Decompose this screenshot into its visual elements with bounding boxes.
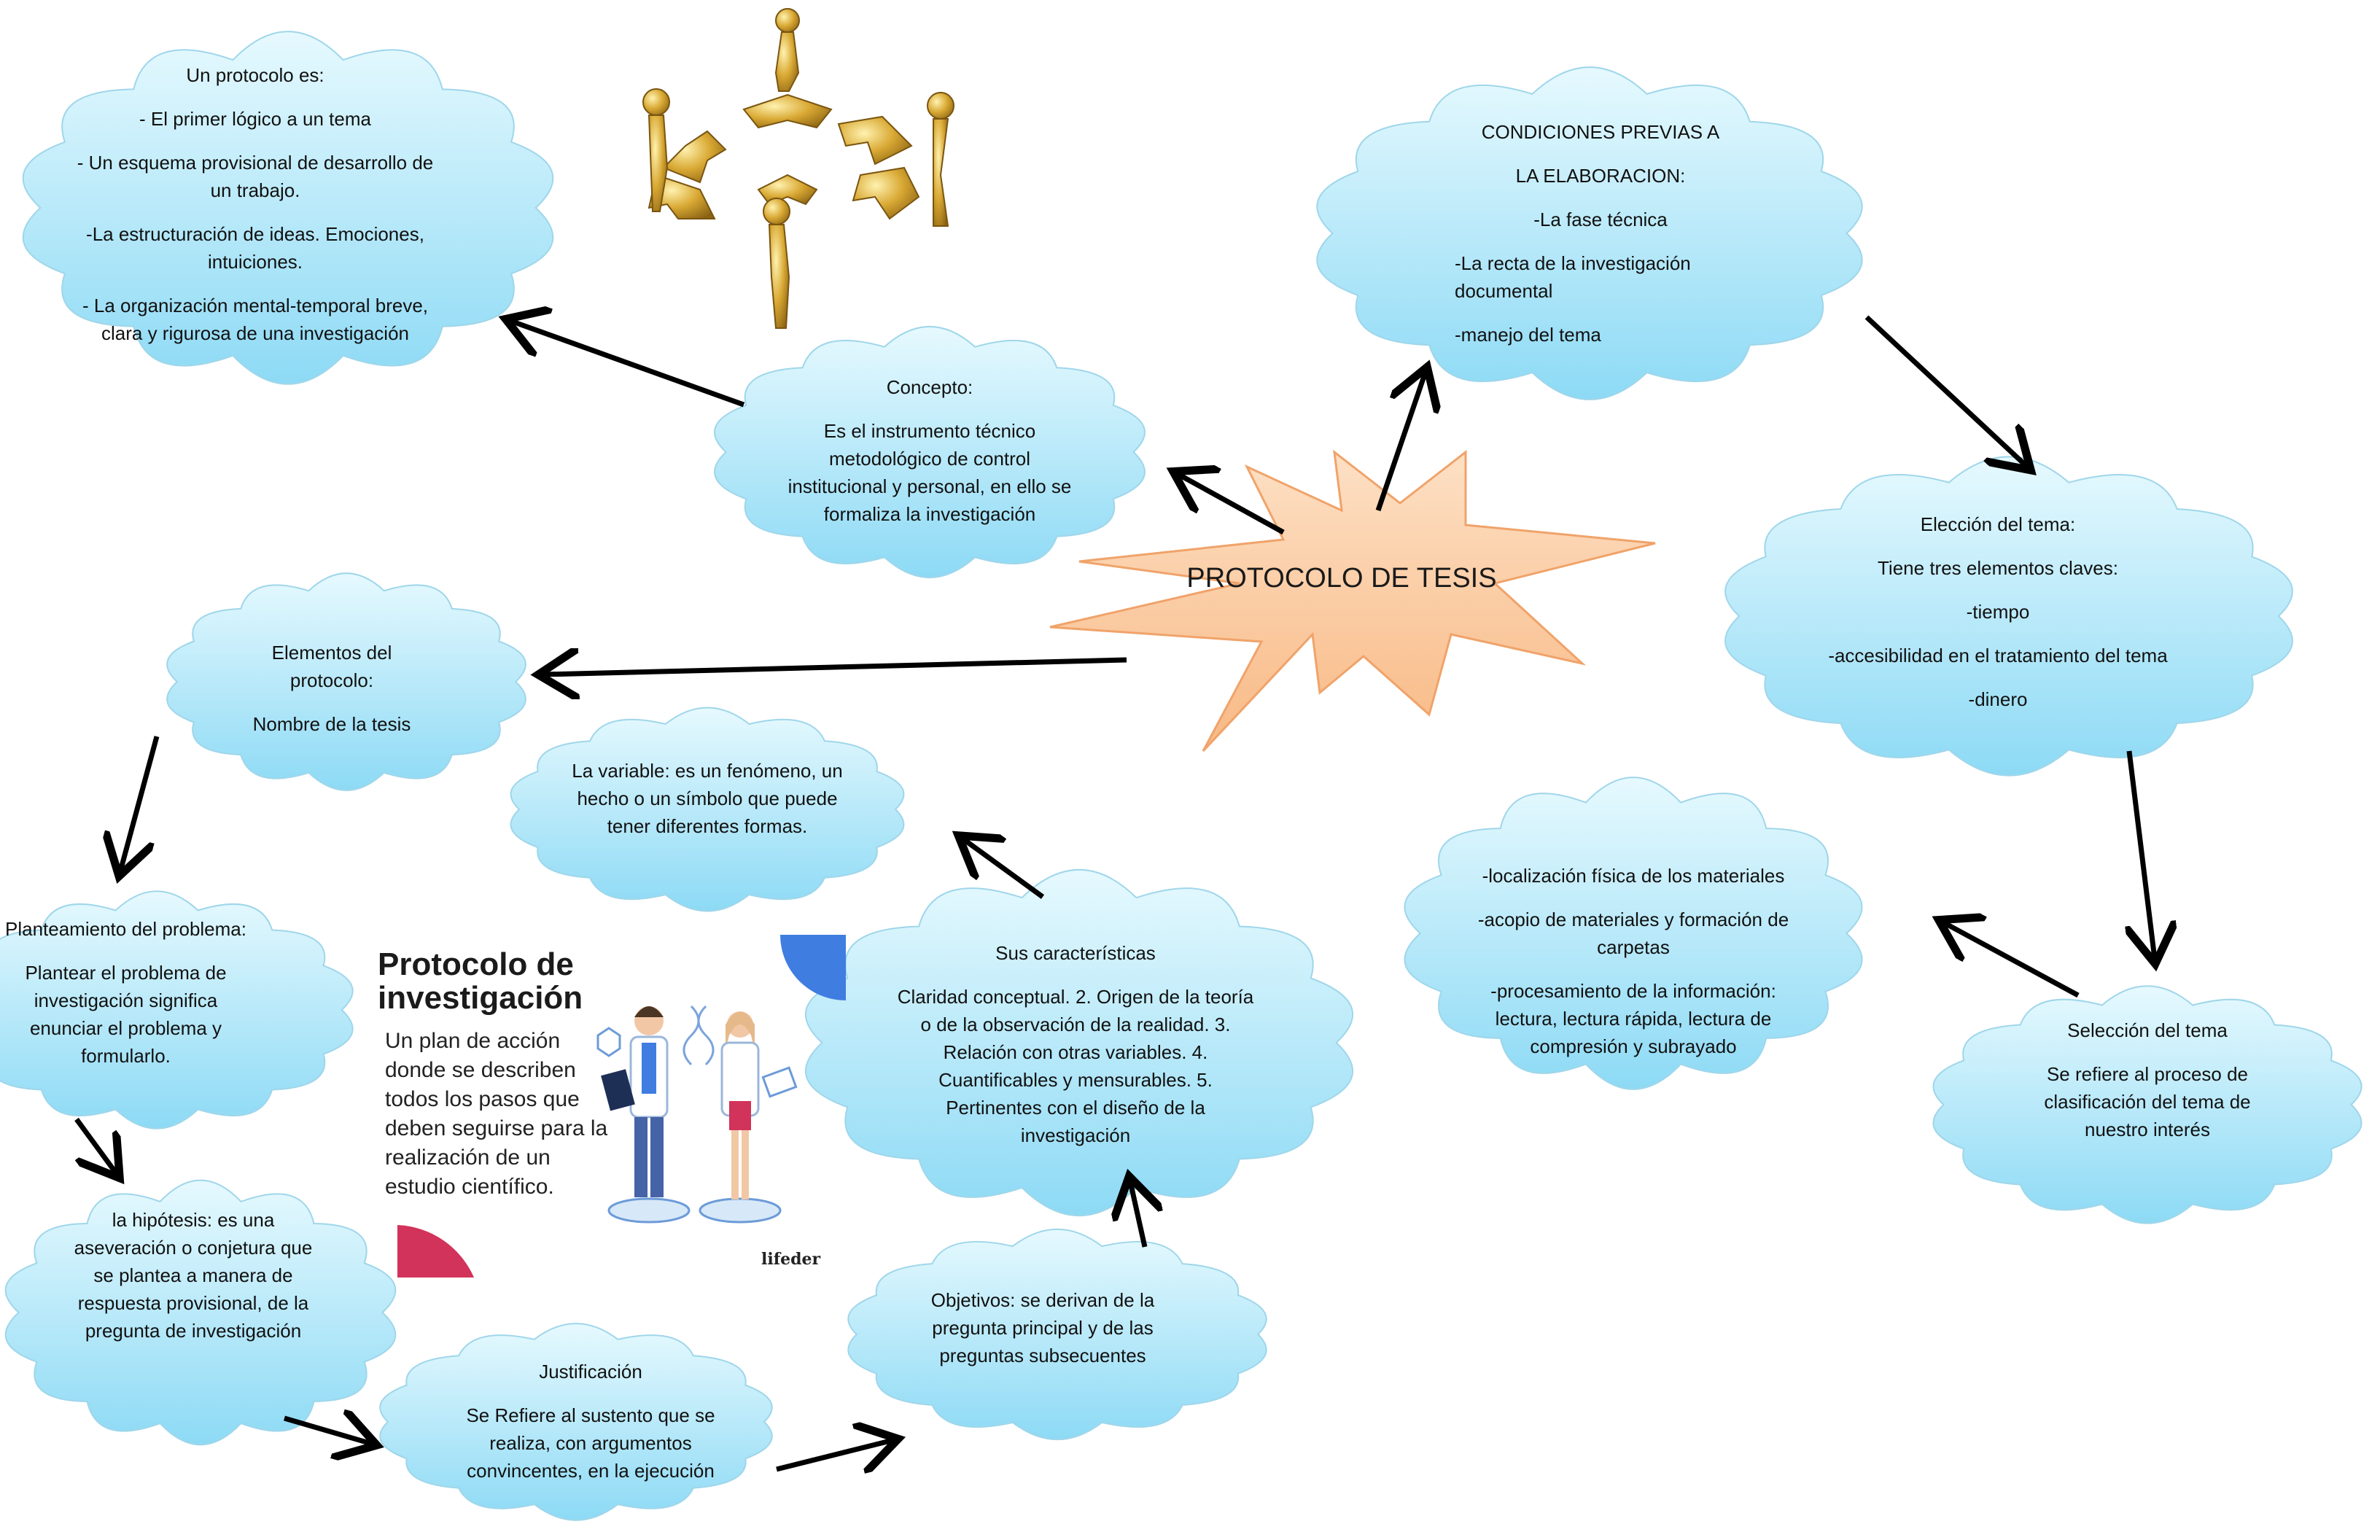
justificacion-title: Justificación bbox=[539, 1361, 642, 1382]
cloud-elementos bbox=[166, 572, 526, 791]
arrow-planteamiento-hipotesis bbox=[74, 1117, 117, 1174]
protocolo-es-item-1: - El primer lógico a un tema bbox=[139, 108, 371, 130]
protocolo-es-item-2: - Un esquema provisional de desarrollo d… bbox=[77, 152, 434, 201]
eleccion-item-1: -tiempo bbox=[1966, 601, 2030, 623]
arrow-hipotesis-justificacion bbox=[284, 1418, 372, 1444]
cloud-condiciones bbox=[1316, 66, 1863, 400]
eleccion-item-3: -dinero bbox=[1968, 688, 2028, 710]
infographic-brand-logo: lifeder bbox=[761, 1250, 821, 1269]
center-star bbox=[1049, 449, 1656, 752]
arrow-objetivos-caracteristicas bbox=[1130, 1181, 1145, 1248]
arrow-eleccion-seleccion bbox=[2129, 750, 2155, 959]
arrow-justificacion-objetivos bbox=[776, 1440, 893, 1469]
arrow-center-concepto bbox=[1178, 474, 1285, 535]
planteamiento-title: Planteamiento del problema: bbox=[5, 918, 246, 940]
materiales-cloud-text: -localización física de los materiales -… bbox=[1473, 862, 1794, 1076]
arrows bbox=[74, 315, 2155, 1469]
cloud-concepto bbox=[714, 326, 1146, 578]
infographic-body: Un plan de acción donde se describen tod… bbox=[385, 1029, 608, 1199]
cloud-seleccion bbox=[1932, 985, 2362, 1224]
materiales-item-2: -acopio de materiales y formación de car… bbox=[1477, 909, 1789, 958]
protocolo-es-cloud-text: Un protocolo es: - El primer lógico a un… bbox=[69, 61, 441, 363]
condiciones-item-3: -manejo del tema bbox=[1455, 324, 1601, 346]
caracteristicas-cloud-text: Sus características Claridad conceptual.… bbox=[890, 939, 1261, 1165]
cloud-materiales bbox=[1404, 777, 1863, 1090]
materiales-item-3: -procesamiento de la información: lectur… bbox=[1490, 980, 1776, 1057]
seleccion-title: Selección del tema bbox=[2067, 1019, 2228, 1041]
protocolo-es-title: Un protocolo es: bbox=[186, 64, 324, 86]
elementos-body: Nombre de la tesis bbox=[252, 713, 411, 735]
elementos-cloud-text: Elementos del protocolo: Nombre de la te… bbox=[233, 639, 430, 754]
caracteristicas-title: Sus características bbox=[995, 942, 1156, 964]
cloud-justificacion bbox=[379, 1323, 773, 1521]
condiciones-item-1: -La fase técnica bbox=[1533, 209, 1668, 230]
condiciones-title-1: CONDICIONES PREVIAS A bbox=[1481, 121, 1720, 143]
cloud-eleccion bbox=[1724, 456, 2293, 777]
cloud-caracteristicas bbox=[804, 869, 1354, 1216]
planteamiento-body: Plantear el problema de investigación si… bbox=[25, 962, 227, 1067]
objetivos-cloud-text: Objetivos: se derivan de la pregunta pri… bbox=[911, 1286, 1174, 1385]
arrow-concepto-protocolo bbox=[510, 321, 745, 408]
justificacion-cloud-text: Justificación Se Refiere al sustento que… bbox=[452, 1358, 729, 1501]
cloud-protocolo-es bbox=[22, 31, 554, 385]
protocolo-es-item-3: -La estructuración de ideas. Emociones, … bbox=[86, 223, 424, 273]
arrow-center-elementos bbox=[543, 660, 1127, 674]
infographic-blue-arc bbox=[780, 935, 846, 1000]
eleccion-subtitle: Tiene tres elementos claves: bbox=[1878, 557, 2118, 579]
cloud-variable bbox=[510, 707, 905, 912]
gold-figures-illustration bbox=[642, 8, 954, 329]
variable-body: La variable: es un fenómeno, un hecho o … bbox=[572, 760, 843, 837]
arrow-center-condiciones bbox=[1375, 372, 1426, 512]
eleccion-item-2: -accesibilidad en el tratamiento del tem… bbox=[1828, 645, 2168, 666]
center-title: PROTOCOLO DE TESIS bbox=[1186, 563, 1497, 594]
seleccion-cloud-text: Selección del tema Se refiere al proceso… bbox=[2027, 1016, 2268, 1159]
eleccion-cloud-text: Elección del tema: Tiene tres elementos … bbox=[1794, 510, 2202, 729]
cloud-objetivos bbox=[847, 1228, 1267, 1441]
condiciones-item-2: -La recta de la investigación documental bbox=[1455, 252, 1691, 302]
arrow-caracteristicas-variable bbox=[962, 839, 1045, 899]
infographic-title: Protocolo de investigación bbox=[378, 946, 583, 1016]
justificacion-body: Se Refiere al sustento que se realiza, c… bbox=[466, 1404, 715, 1482]
scientists-illustration bbox=[596, 1005, 798, 1224]
hipotesis-cloud-text: la hipótesis: es una aseveración o conje… bbox=[73, 1206, 314, 1361]
concepto-title: Concepto: bbox=[886, 376, 973, 398]
variable-cloud-text: La variable: es un fenómeno, un hecho o … bbox=[569, 757, 846, 856]
planteamiento-cloud-text: Planteamiento del problema: Plantear el … bbox=[0, 915, 252, 1086]
condiciones-title-2: LA ELABORACION: bbox=[1515, 165, 1686, 187]
infographic-red-arc bbox=[397, 1225, 474, 1278]
elementos-title: Elementos del protocolo: bbox=[271, 642, 392, 691]
condiciones-cloud-text: CONDICIONES PREVIAS A LA ELABORACION: -L… bbox=[1455, 118, 1746, 365]
hipotesis-body: la hipótesis: es una aseveración o conje… bbox=[74, 1209, 313, 1342]
eleccion-title: Elección del tema: bbox=[1920, 513, 2076, 535]
objetivos-body: Objetivos: se derivan de la pregunta pri… bbox=[930, 1289, 1155, 1366]
cloud-planteamiento bbox=[0, 890, 354, 1129]
seleccion-body: Se refiere al proceso de clasificación d… bbox=[2044, 1063, 2251, 1140]
protocolo-es-item-4: - La organización mental-temporal breve,… bbox=[82, 295, 429, 344]
arrow-elementos-planteamiento bbox=[120, 736, 160, 871]
materiales-item-1: -localización física de los materiales bbox=[1482, 865, 1785, 887]
concepto-body: Es el instrumento técnico metodológico d… bbox=[788, 420, 1072, 525]
arrow-condiciones-eleccion bbox=[1864, 315, 2027, 467]
arrow-seleccion-materiales bbox=[1943, 922, 2080, 998]
caracteristicas-body: Claridad conceptual. 2. Origen de la teo… bbox=[897, 986, 1254, 1146]
concepto-cloud-text: Concepto: Es el instrumento técnico meto… bbox=[780, 373, 1079, 544]
